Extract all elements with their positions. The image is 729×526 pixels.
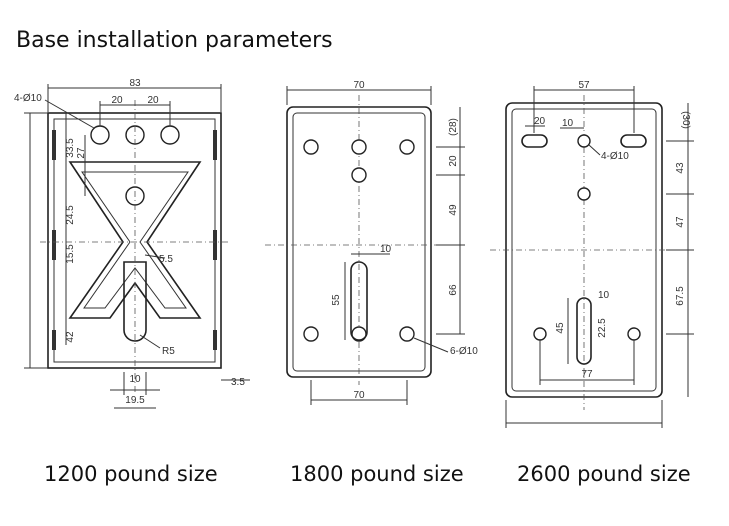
- slot: [576, 297, 592, 365]
- hole: [533, 327, 547, 341]
- plate-2600-drawing: 57 20 10 4-Ø10 (30) 43 47 67.5 10 45 22.…: [490, 80, 694, 428]
- hole: [577, 187, 591, 201]
- dim-r2: R5: [162, 346, 175, 357]
- plate-1200-outline: [47, 112, 222, 369]
- bottom-slot: [123, 261, 147, 342]
- caption-1200: 1200 pound size: [44, 462, 218, 486]
- hole: [303, 139, 319, 155]
- hole: [351, 167, 367, 183]
- dim-edge: 3.5: [231, 377, 245, 388]
- dim-slot-off: 22.5: [597, 318, 608, 338]
- hole: [303, 326, 319, 342]
- hole: [90, 125, 110, 145]
- dim-top-off: (28): [448, 118, 459, 136]
- dim-slot-len: 45: [555, 322, 566, 334]
- dim-hole-spacing-a: 20: [111, 95, 123, 106]
- hole: [399, 139, 415, 155]
- dim-v3: 66: [448, 284, 459, 296]
- hole: [627, 327, 641, 341]
- dim-bottom-w: 19.5: [125, 395, 145, 406]
- dim-r1: 5.5: [159, 254, 173, 265]
- dim-v2: 49: [448, 204, 459, 216]
- dim-holes: 4-Ø10: [601, 151, 629, 162]
- dim-slot-len: 55: [331, 294, 342, 306]
- plate-1200-drawing: 83 20 20 4-Ø10 33.5 27 24.5 15.5 42 5.5 …: [14, 78, 250, 409]
- dim-hole-spacing-b: 20: [147, 95, 159, 106]
- x-shaped-boss: [68, 161, 202, 319]
- dim-v1: 20: [448, 155, 459, 167]
- slot: [350, 261, 368, 341]
- hole: [160, 125, 180, 145]
- dim-v1: 33.5: [65, 138, 76, 158]
- dim-width: 83: [129, 78, 141, 89]
- caption-1800: 1800 pound size: [290, 462, 464, 486]
- hole: [351, 139, 367, 155]
- dim-slot-w2: 10: [598, 290, 610, 301]
- dim-bottom-w: 70: [353, 390, 365, 401]
- dim-top-w: 57: [578, 80, 590, 91]
- slot: [521, 134, 548, 148]
- slot: [620, 134, 647, 148]
- page-title: Base installation parameters: [16, 28, 333, 53]
- dim-v4: 15.5: [65, 244, 76, 264]
- dim-holes: 4-Ø10: [14, 93, 42, 104]
- hole: [577, 134, 591, 148]
- dim-v5: 42: [65, 331, 76, 343]
- dim-v2: 47: [675, 216, 686, 228]
- hole: [399, 326, 415, 342]
- dim-slot-w: 10: [129, 374, 141, 385]
- dim-v3: 67.5: [675, 286, 686, 306]
- dim-slot-w: 10: [380, 244, 392, 255]
- dim-holes: 6-Ø10: [450, 346, 478, 357]
- dim-v3: 24.5: [65, 205, 76, 225]
- dim-top-w: 70: [353, 80, 365, 91]
- dim-slot-w: 20: [534, 116, 546, 127]
- dim-v1: 43: [675, 162, 686, 174]
- plate-1800-drawing: 70 (28) 20 49 66 10 55 6-Ø10 70: [265, 80, 478, 405]
- caption-2600: 2600 pound size: [517, 462, 691, 486]
- dim-top-off: (30): [680, 111, 691, 129]
- dim-bottom-w: 77: [581, 369, 593, 380]
- dim-hole-gap: 10: [562, 118, 574, 129]
- dim-v2: 27: [76, 147, 87, 159]
